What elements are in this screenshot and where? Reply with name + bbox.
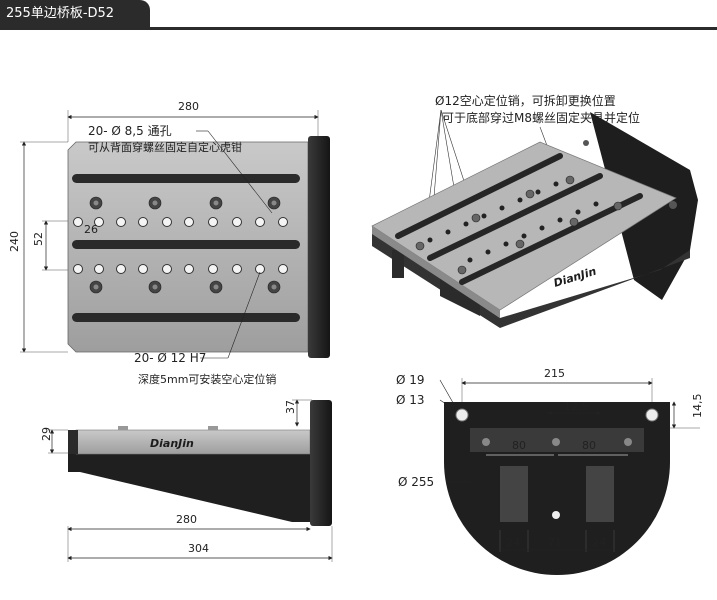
top-view: 280 240 52 <box>8 100 330 386</box>
pin-note-line1: Ø12空心定位销，可拆卸更换位置 <box>435 93 616 108</box>
back-screw-note: 可从背面穿螺丝固定自定心虎钳 <box>88 140 242 154</box>
side-logo: DianJin <box>150 437 194 450</box>
iso-view: Ø12空心定位销，可拆卸更换位置 可于底部穿过M8螺丝固定夹具并定位 <box>371 93 698 328</box>
header-title-tab: 255单边桥板-D52 <box>0 0 150 27</box>
dim-24-left-label: 24 <box>506 536 520 549</box>
dim-255-label: Ø 255 <box>398 475 434 489</box>
dim-29-label: 29 <box>40 427 53 441</box>
dim-71-label: 71 <box>548 536 562 549</box>
pin-note-line2: 可于底部穿过M8螺丝固定夹具并定位 <box>442 110 640 125</box>
dim-width-label: 280 <box>178 100 199 113</box>
h7-note: 20- Ø 12 H7 <box>134 351 206 365</box>
dim-24-right-label: 24 <box>592 536 606 549</box>
depth-note: 深度5mm可安装空心定位销 <box>138 372 276 386</box>
dim-80-left-label: 80 <box>512 439 526 452</box>
dim-19-label: Ø 19 <box>396 373 425 387</box>
through-hole-note: 20- Ø 8,5 通孔 <box>88 124 172 138</box>
dim-80-right-label: 80 <box>582 439 596 452</box>
dim-13-label: Ø 13 <box>396 393 425 407</box>
dim-26-label: 26 <box>84 223 98 236</box>
dim-52-label: 52 <box>32 232 45 246</box>
header-divider <box>0 27 717 30</box>
dim-215-label: 215 <box>544 367 565 380</box>
side-dim-304-label: 304 <box>188 542 209 555</box>
dim-14-5-label: 14,5 <box>691 394 704 419</box>
side-view: 37 29 DianJin 280 304 <box>40 399 333 562</box>
dim-37-label: 37 <box>284 400 297 414</box>
dim-height-label: 240 <box>8 231 21 252</box>
dim-12-5-label: 12,5 <box>564 400 589 413</box>
front-view: 215 Ø 19 Ø 13 12,5 14,5 80 80 Ø 255 <box>396 367 704 575</box>
side-dim-280-label: 280 <box>176 513 197 526</box>
header-title: 255单边桥板-D52 <box>6 6 115 21</box>
